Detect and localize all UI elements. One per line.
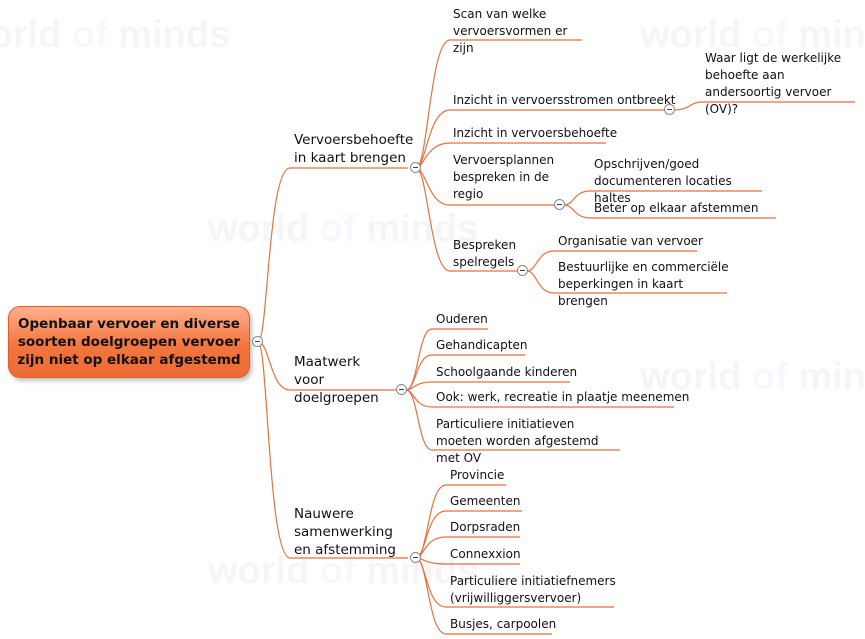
connector xyxy=(405,381,570,391)
subtopic-inzicht-behoefte[interactable]: Inzicht in vervoersbehoefte xyxy=(453,126,618,140)
collapse-toggle-b1c2[interactable] xyxy=(664,104,675,115)
connector xyxy=(415,167,519,272)
subtopic-organisatie[interactable]: Organisatie van vervoer xyxy=(558,234,703,248)
connector xyxy=(673,101,855,111)
central-topic[interactable]: Openbaar vervoer en diverse soorten doel… xyxy=(8,306,250,378)
connector xyxy=(415,39,582,169)
subtopic-gehandicapten[interactable]: Gehandicapten xyxy=(436,338,528,352)
subtopic-ouderen[interactable]: Ouderen xyxy=(436,312,488,326)
connector xyxy=(257,167,408,343)
subtopic-spelregels[interactable]: Bespreken spelregels xyxy=(453,238,517,269)
connector xyxy=(563,204,776,219)
subtopic-connexxion[interactable]: Connexxion xyxy=(450,547,521,561)
topic-maatwerk[interactable]: Maatwerk voor doelgroepen xyxy=(294,354,379,406)
subtopic-particuliere-initiatieven[interactable]: Particuliere initiatieven moeten worden … xyxy=(436,417,599,465)
subtopic-beter-afstemmen[interactable]: Beter op elkaar afstemmen xyxy=(594,201,759,215)
connector xyxy=(405,354,525,391)
subtopic-scan[interactable]: Scan van welke vervoersvormen er zijn xyxy=(453,7,568,55)
collapse-toggle-b1[interactable] xyxy=(410,162,421,173)
subtopic-provincie[interactable]: Provincie xyxy=(450,468,505,482)
subtopic-beperkingen[interactable]: Bestuurlijke en commerciële beperkingen … xyxy=(558,260,729,308)
collapse-toggle-b3[interactable] xyxy=(410,552,421,563)
subtopic-gemeenten[interactable]: Gemeenten xyxy=(450,494,521,508)
topic-samenwerking[interactable]: Nauwere samenwerking en afstemming xyxy=(294,506,396,558)
subtopic-vervoersplannen[interactable]: Vervoersplannen bespreken in de regio xyxy=(453,153,555,201)
subtopic-dorpsraden[interactable]: Dorpsraden xyxy=(450,520,521,534)
connector xyxy=(415,557,552,635)
connector xyxy=(526,250,697,272)
subtopic-inzicht-stromen[interactable]: Inzicht in vervoersstromen ontbreekt xyxy=(453,93,676,107)
subtopic-particuliere-initiatiefnemers[interactable]: Particuliere initiatiefnemers (vrijwilli… xyxy=(450,574,616,605)
subtopic-busjes-carpoolen[interactable]: Busjes, carpoolen xyxy=(450,617,557,631)
subtopic-werkelijke-behoefte[interactable]: Waar ligt de werkelijke behoefte aan and… xyxy=(705,51,842,116)
connector xyxy=(405,389,620,451)
connector xyxy=(257,341,408,559)
connector xyxy=(563,190,762,206)
subtopic-schoolgaande-kinderen[interactable]: Schoolgaande kinderen xyxy=(436,365,578,379)
collapse-toggle-b1c5[interactable] xyxy=(517,265,528,276)
subtopic-werk-recreatie[interactable]: Ook: werk, recreatie in plaatje meenemen xyxy=(436,390,690,404)
collapse-toggle-b2[interactable] xyxy=(396,384,407,395)
subtopic-opschrijven[interactable]: Opschrijven/goed documenteren locaties h… xyxy=(594,157,732,205)
collapse-toggle-root[interactable] xyxy=(252,336,263,347)
central-topic-label: Openbaar vervoer en diverse soorten doel… xyxy=(17,316,241,368)
connector xyxy=(526,270,727,294)
topic-vervoersbehoefte[interactable]: Vervoersbehoefte in kaart brengen xyxy=(294,132,414,166)
collapse-toggle-b1c4[interactable] xyxy=(554,199,565,210)
